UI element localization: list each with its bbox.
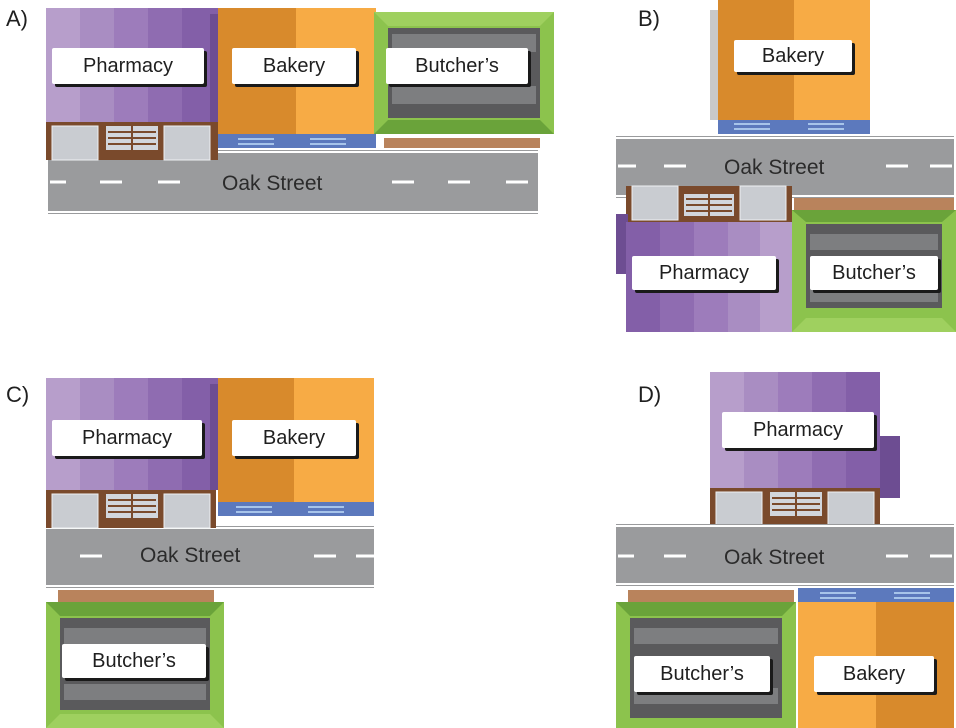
pharmacy-label: Pharmacy bbox=[52, 48, 204, 84]
street-name: Oak Street bbox=[222, 172, 323, 195]
street-name: Oak Street bbox=[724, 156, 825, 179]
option-a[interactable]: A) bbox=[0, 0, 560, 240]
option-b-map: Bakery Pharmacy Butcher’s Oak Street bbox=[614, 0, 956, 334]
pharmacy-building bbox=[616, 185, 792, 332]
bakery-label: Bakery bbox=[734, 40, 852, 72]
option-d[interactable]: D) bbox=[600, 370, 956, 728]
butcher-label: Butcher’s bbox=[386, 48, 528, 84]
butcher-label: Butcher’s bbox=[634, 656, 770, 692]
option-d-map: Pharmacy Butcher’s Bakery Oak Street bbox=[614, 372, 956, 728]
option-c-letter: C) bbox=[6, 382, 30, 407]
street-name: Oak Street bbox=[140, 544, 241, 567]
street-name: Oak Street bbox=[724, 546, 825, 569]
pharmacy-building bbox=[46, 378, 218, 529]
option-a-map: Pharmacy Bakery Butcher’s Oak Street bbox=[46, 8, 556, 228]
pharmacy-building bbox=[710, 372, 900, 529]
option-c[interactable]: C) bbox=[0, 370, 380, 728]
pharmacy-label: Pharmacy bbox=[52, 420, 202, 456]
option-a-letter: A) bbox=[6, 6, 28, 31]
bakery-label: Bakery bbox=[814, 656, 934, 692]
pharmacy-building bbox=[46, 8, 218, 161]
pharmacy-label: Pharmacy bbox=[632, 256, 776, 290]
butcher-label: Butcher’s bbox=[810, 256, 938, 290]
option-c-map: Pharmacy Bakery Butcher’s Oak Street bbox=[44, 378, 376, 728]
option-d-letter: D) bbox=[638, 382, 662, 407]
option-b[interactable]: B) bbox=[600, 0, 956, 340]
option-b-letter: B) bbox=[638, 6, 660, 31]
bakery-label: Bakery bbox=[232, 420, 356, 456]
bakery-label: Bakery bbox=[232, 48, 356, 84]
option-b-drawing bbox=[616, 0, 956, 332]
butcher-label: Butcher’s bbox=[62, 644, 206, 678]
pharmacy-label: Pharmacy bbox=[722, 412, 874, 448]
